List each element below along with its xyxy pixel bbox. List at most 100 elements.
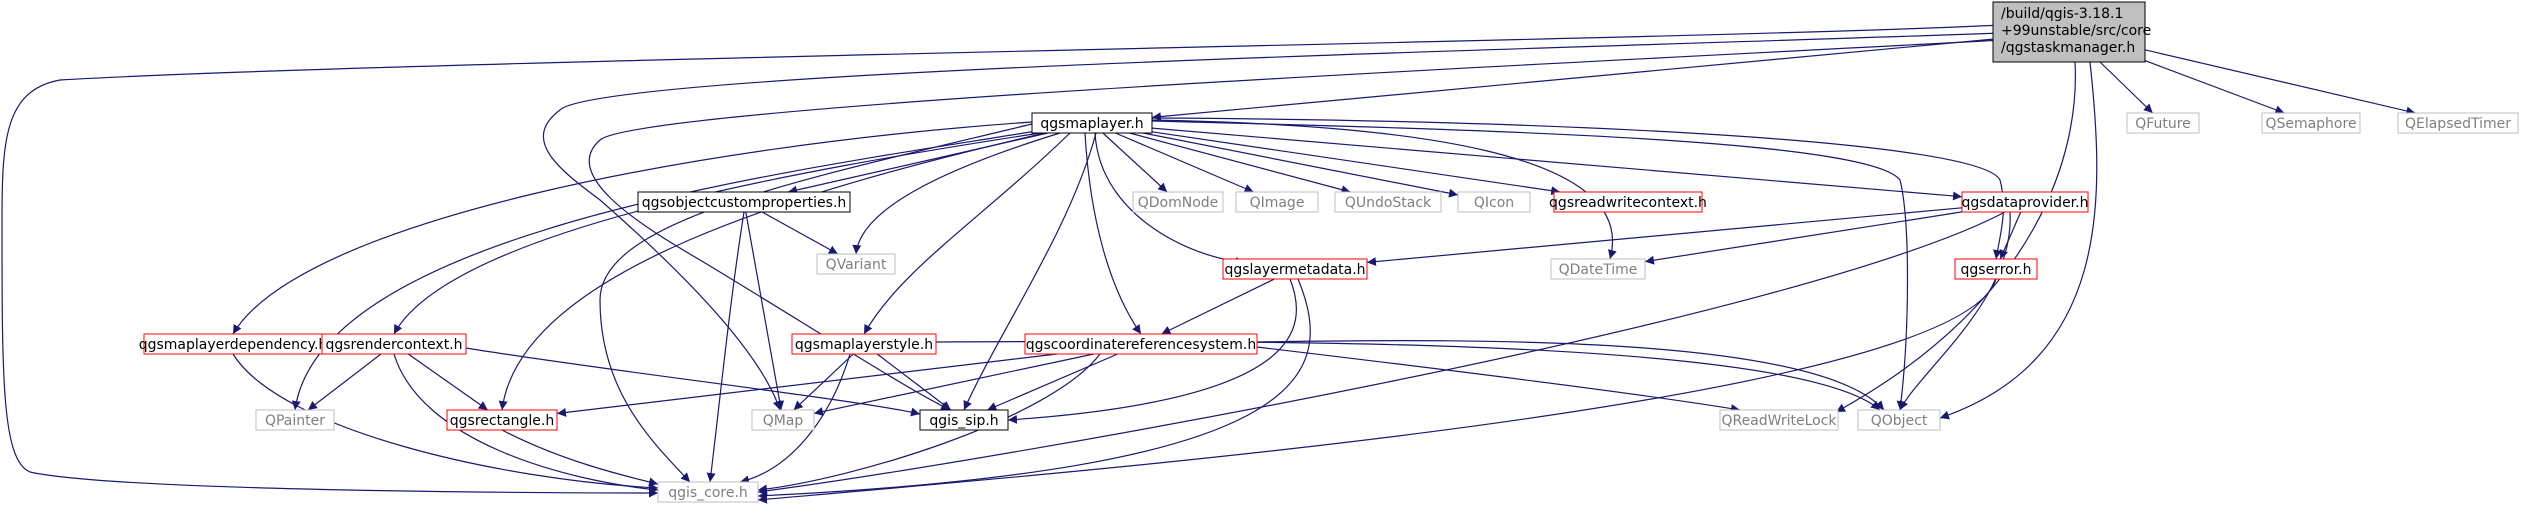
node-box-qgiscore	[657, 481, 759, 503]
node-readwritecontext[interactable]: qgsreadwritecontext.h	[1549, 191, 1707, 213]
node-box-qgissip	[919, 409, 1009, 431]
edge-maplayer-to-qundostack	[1129, 132, 1351, 195]
node-layermetadata[interactable]: qgslayermetadata.h	[1222, 258, 1368, 280]
edge-maplayer-to-qgiscore	[599, 123, 1033, 483]
node-label-rendercontext: qgsrendercontext.h	[325, 337, 462, 353]
edge-maplayer-to-rendercontext	[393, 132, 1041, 335]
node-qfuture: QFuture	[2126, 112, 2200, 134]
node-box-qelapsedtimer	[2397, 112, 2519, 134]
edge-maplayer-to-qicon	[1142, 132, 1459, 198]
edge-crs-to-qgiscore	[757, 353, 1101, 494]
node-qmap: QMap	[751, 409, 815, 431]
node-label-qobject: QObject	[1871, 413, 1928, 429]
node-box-objectcustom	[637, 191, 851, 213]
node-label-crs: qgscoordinatereferencesystem.h	[1026, 337, 1257, 353]
edge-crs-to-qgissip	[987, 353, 1118, 411]
node-dataprovider[interactable]: qgsdataprovider.h	[1961, 191, 2089, 213]
nodes-layer: /build/qgis-3.18.1+99unstable/src/core/q…	[139, 1, 2519, 503]
node-label-root: /build/qgis-3.18.1	[2001, 6, 2123, 22]
edge-objectcustom-to-qgiscore	[706, 211, 745, 483]
node-qreadwritelock: QReadWriteLock	[1719, 409, 1839, 431]
edge-crs-to-qreadwritelock	[1256, 346, 1741, 413]
node-box-maplayer	[1031, 112, 1153, 134]
node-box-root	[1992, 1, 2146, 63]
node-qdatetime: QDateTime	[1550, 258, 1646, 280]
edge-root-to-maplayer	[1151, 38, 1994, 122]
edge-dataprovider-to-qgiscore	[757, 211, 2006, 496]
node-maplayerstyle[interactable]: qgsmaplayerstyle.h	[791, 333, 937, 355]
node-qsemaphore: QSemaphore	[2261, 112, 2361, 134]
node-label-qgiscore: qgis_core.h	[668, 485, 748, 501]
edge-dataprovider-to-layermetadata	[1366, 207, 1963, 267]
node-box-qfuture	[2126, 112, 2200, 134]
node-qicon: QIcon	[1457, 191, 1531, 213]
node-box-qvariant	[816, 253, 896, 275]
node-label-root: +99unstable/src/core	[2001, 23, 2151, 39]
node-label-qmap: QMap	[763, 413, 804, 429]
node-label-maplayer: qgsmaplayer.h	[1040, 116, 1143, 132]
edge-qgserror-to-qgiscore	[757, 278, 1997, 504]
edge-root-to-qelapsedtimer	[2144, 49, 2416, 116]
node-box-qsemaphore	[2261, 112, 2361, 134]
edge-objectcustom-to-qvariant	[761, 211, 839, 255]
node-box-qobject	[1857, 409, 1941, 431]
node-label-qfuture: QFuture	[2135, 116, 2191, 132]
node-label-qdatetime: QDateTime	[1559, 262, 1638, 278]
node-root[interactable]: /build/qgis-3.18.1+99unstable/src/core/q…	[1992, 1, 2151, 63]
edge-maplayer-to-qimage	[1115, 132, 1254, 193]
node-box-rendercontext	[321, 333, 467, 355]
node-box-qdomnode	[1132, 191, 1224, 213]
node-box-qgserror	[1954, 258, 2038, 280]
edges-layer	[1, 24, 2416, 504]
node-label-qsemaphore: QSemaphore	[2265, 116, 2356, 132]
node-label-qelapsedtimer: QElapsedTimer	[2405, 116, 2511, 132]
edge-maplayerdep-to-qgiscore	[232, 353, 659, 493]
node-box-qundostack	[1334, 191, 1442, 213]
node-maplayer[interactable]: qgsmaplayer.h	[1031, 112, 1153, 134]
edge-rendercontext-to-qpainter	[307, 353, 382, 411]
edge-dataprovider-to-qobject	[1899, 211, 2011, 411]
node-label-layermetadata: qgslayermetadata.h	[1224, 262, 1365, 278]
node-crs[interactable]: qgscoordinatereferencesystem.h	[1024, 333, 1258, 355]
node-rendercontext[interactable]: qgsrendercontext.h	[321, 333, 467, 355]
node-qundostack: QUndoStack	[1334, 191, 1442, 213]
edge-rendercontext-to-qgissip	[465, 347, 921, 417]
edge-maplayer-to-crs	[1084, 132, 1142, 335]
edge-layermetadata-to-qgiscore	[757, 278, 1311, 501]
node-label-qicon: QIcon	[1474, 195, 1514, 211]
node-rectangle[interactable]: qgsrectangle.h	[446, 409, 558, 431]
node-maplayerdep[interactable]: qgsmaplayerdependency.h	[139, 333, 328, 355]
node-box-crs	[1024, 333, 1258, 355]
edge-root-to-qfuture	[2099, 61, 2154, 114]
edge-maplayer-to-qobject	[1151, 120, 1909, 411]
edge-maplayerstyle-to-qgiscore	[739, 353, 851, 485]
node-label-qgserror: qgserror.h	[1961, 262, 2032, 278]
node-qpainter: QPainter	[255, 409, 335, 431]
edge-maplayer-to-rectangle	[498, 132, 1046, 411]
edge-maplayer-to-qgissip	[963, 132, 1097, 411]
node-box-layermetadata	[1222, 258, 1368, 280]
node-label-qpainter: QPainter	[265, 413, 325, 429]
node-box-qimage	[1235, 191, 1319, 213]
edge-objectcustom-to-qmap	[745, 211, 785, 411]
edge-layermetadata-to-crs	[1161, 278, 1275, 335]
node-objectcustom[interactable]: qgsobjectcustomproperties.h	[637, 191, 851, 213]
edge-maplayer-to-qdomnode	[1102, 132, 1168, 193]
node-qelapsedtimer: QElapsedTimer	[2397, 112, 2519, 134]
edge-rendercontext-to-rectangle	[407, 353, 489, 411]
node-qimage: QImage	[1235, 191, 1319, 213]
edge-crs-to-rectangle	[556, 353, 1057, 417]
edge-root-to-qgissip	[588, 39, 2004, 411]
node-qgissip[interactable]: qgis_sip.h	[919, 409, 1009, 431]
node-qgserror[interactable]: qgserror.h	[1954, 258, 2038, 280]
node-label-qvariant: QVariant	[826, 257, 887, 273]
node-label-qimage: QImage	[1250, 195, 1305, 211]
node-label-readwritecontext: qgsreadwritecontext.h	[1549, 195, 1707, 211]
edge-maplayer-to-dataprovider	[1151, 127, 1963, 201]
edge-rendercontext-to-qgiscore	[393, 353, 659, 494]
edge-maplayer-to-maplayerdep	[232, 121, 1033, 335]
node-qvariant: QVariant	[816, 253, 896, 275]
node-label-maplayerdep: qgsmaplayerdependency.h	[139, 337, 328, 353]
edge-maplayer-to-qvariant	[852, 132, 1061, 255]
node-box-maplayerstyle	[791, 333, 937, 355]
